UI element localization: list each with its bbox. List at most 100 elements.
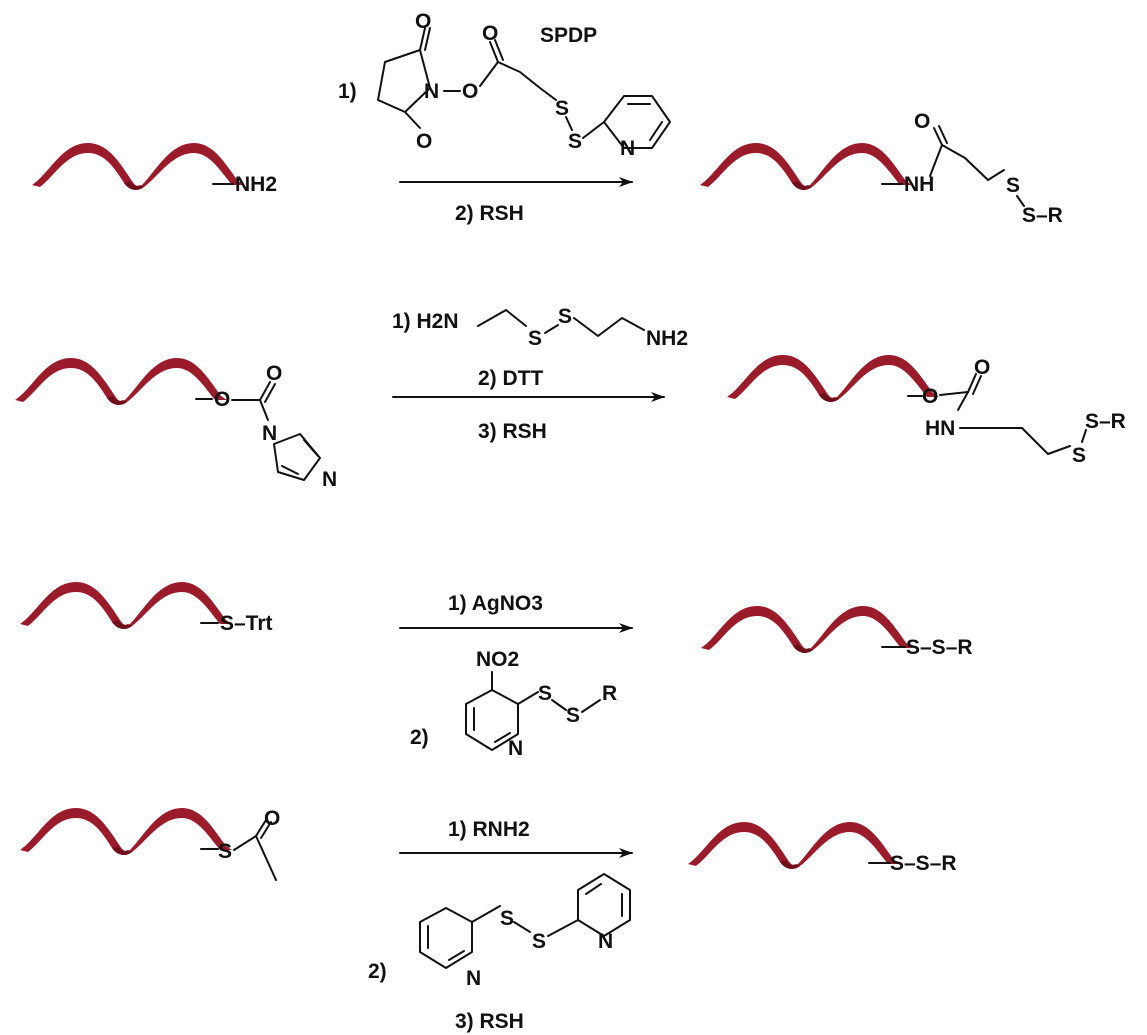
s-s-bond <box>565 116 573 131</box>
pyridine-double-bond <box>649 121 663 141</box>
svg-text:N: N <box>508 737 523 760</box>
nitrogen-atom: N <box>598 930 613 953</box>
step-1-label: 1) AgNO3 <box>448 592 543 615</box>
svg-text:N: N <box>424 80 439 103</box>
svg-text:O: O <box>462 80 478 103</box>
disulfide-product: S–S–R <box>890 852 957 875</box>
c-s-bond <box>471 905 501 923</box>
reagent-name: SPDP <box>540 24 597 47</box>
svg-text:O: O <box>214 388 230 411</box>
pyridine-double-bond <box>494 732 511 743</box>
amine-end: NH2 <box>646 327 688 350</box>
ethyl-chain <box>959 427 1071 455</box>
svg-text:O: O <box>482 22 498 45</box>
s-s-bond <box>513 921 531 933</box>
carbamate-carbonyl <box>967 373 977 393</box>
svg-text:N: N <box>620 137 635 160</box>
amine-group: NH2 <box>235 173 277 196</box>
s-pyridine-bond <box>582 121 605 139</box>
carbonyl-bond <box>404 111 421 129</box>
row3-product: S–S–R <box>701 606 973 659</box>
cystamine-chain <box>573 317 645 337</box>
row2-reagents: 1) H2N S S NH2 2) DTT 3) RSH <box>392 305 688 443</box>
trityl-thioether: S–Trt <box>220 612 273 635</box>
row1-product: NH O S S–R <box>700 110 1063 227</box>
carbamate-nh: HN <box>925 417 955 440</box>
protein-ribbon <box>688 822 900 869</box>
row4-reactant: S O <box>20 807 280 881</box>
s-r-bond <box>581 699 601 713</box>
svg-text:S: S <box>528 327 542 350</box>
svg-text:O: O <box>914 110 930 133</box>
protein-ribbon <box>701 606 913 653</box>
protein-ribbon <box>700 143 912 190</box>
svg-text:O: O <box>974 356 990 379</box>
imidazole-ring <box>273 433 321 481</box>
acetyl-carbonyl <box>255 819 267 837</box>
step-2-label: 2) <box>410 726 429 749</box>
carbamate-carbonyl <box>259 381 271 401</box>
ester-carbonyl <box>494 39 504 61</box>
c-s-bond <box>547 919 579 937</box>
sulfur-atom: S <box>218 840 232 863</box>
pyridine-double-bond <box>448 950 465 961</box>
disulfide-r: S–R <box>1085 410 1126 433</box>
imidazole-double-bond <box>303 439 319 457</box>
step-2-label: 2) RSH <box>455 202 524 225</box>
svg-text:S: S <box>558 305 572 328</box>
sulfur-atom: S <box>566 704 580 727</box>
svg-text:O: O <box>416 130 432 153</box>
sulfur-atom: S <box>500 907 514 930</box>
sulfur-atom: S <box>532 930 546 953</box>
protein-ribbon <box>727 355 939 402</box>
step-2-label: 2) <box>368 960 387 983</box>
s-s-bond <box>544 324 559 334</box>
succinimide-ring <box>377 49 431 113</box>
bond <box>939 391 969 396</box>
row3-reactant: S–Trt <box>20 582 273 635</box>
step-1-label: 1) H2N <box>392 310 459 333</box>
row4-product: S–S–R <box>688 822 957 875</box>
cystamine-chain <box>477 309 527 327</box>
svg-text:N: N <box>322 468 337 491</box>
protein-ribbon <box>15 358 227 405</box>
step-3-label: 3) RSH <box>455 1010 524 1033</box>
r-group: R <box>602 682 617 705</box>
bond <box>259 399 269 421</box>
disulfide-r: S–R <box>1022 204 1063 227</box>
linker-chain <box>479 61 557 101</box>
s-s-bond <box>1081 429 1087 443</box>
svg-text:O: O <box>266 362 282 385</box>
row4-reagents: 1) RNH2 N S S N 2) 3) RSH <box>368 818 633 1033</box>
protein-ribbon <box>20 582 232 629</box>
step-1-label: 1) RNH2 <box>448 818 530 841</box>
disulfide-product: S–S–R <box>906 636 973 659</box>
row1-reagents: 1) O O N O O S S N SPDP 2) RSH <box>338 10 671 225</box>
s-s-bond <box>551 699 567 711</box>
carbamate-carbonyl <box>972 375 982 395</box>
imidazole-double-bond <box>281 465 299 475</box>
step-2-label: 2) DTT <box>478 367 544 390</box>
c-s-bond <box>517 691 539 705</box>
svg-text:O: O <box>922 385 938 408</box>
step-1-label: 1) <box>338 80 357 103</box>
ester-carbonyl <box>489 41 499 63</box>
pyridine-ring <box>603 95 671 149</box>
pyridine-double-bond <box>585 883 602 895</box>
carbonyl-bond <box>419 27 426 51</box>
sulfur-atom: S <box>538 682 552 705</box>
nitro-group: NO2 <box>476 648 519 671</box>
step-3-label: 3) RSH <box>478 420 547 443</box>
svg-text:O: O <box>415 10 431 33</box>
carbamate-carbonyl <box>264 383 276 403</box>
acetyl-carbonyl <box>260 821 272 839</box>
pyridine-ring-right <box>577 873 631 937</box>
oxygen-atom: O <box>264 807 280 830</box>
product-chain <box>929 144 1005 181</box>
nitrogen-atom: N <box>466 967 481 990</box>
protein-ribbon <box>20 808 232 855</box>
bond <box>957 391 969 411</box>
carbonyl-bond <box>424 27 431 51</box>
amide-carbonyl <box>933 127 943 146</box>
